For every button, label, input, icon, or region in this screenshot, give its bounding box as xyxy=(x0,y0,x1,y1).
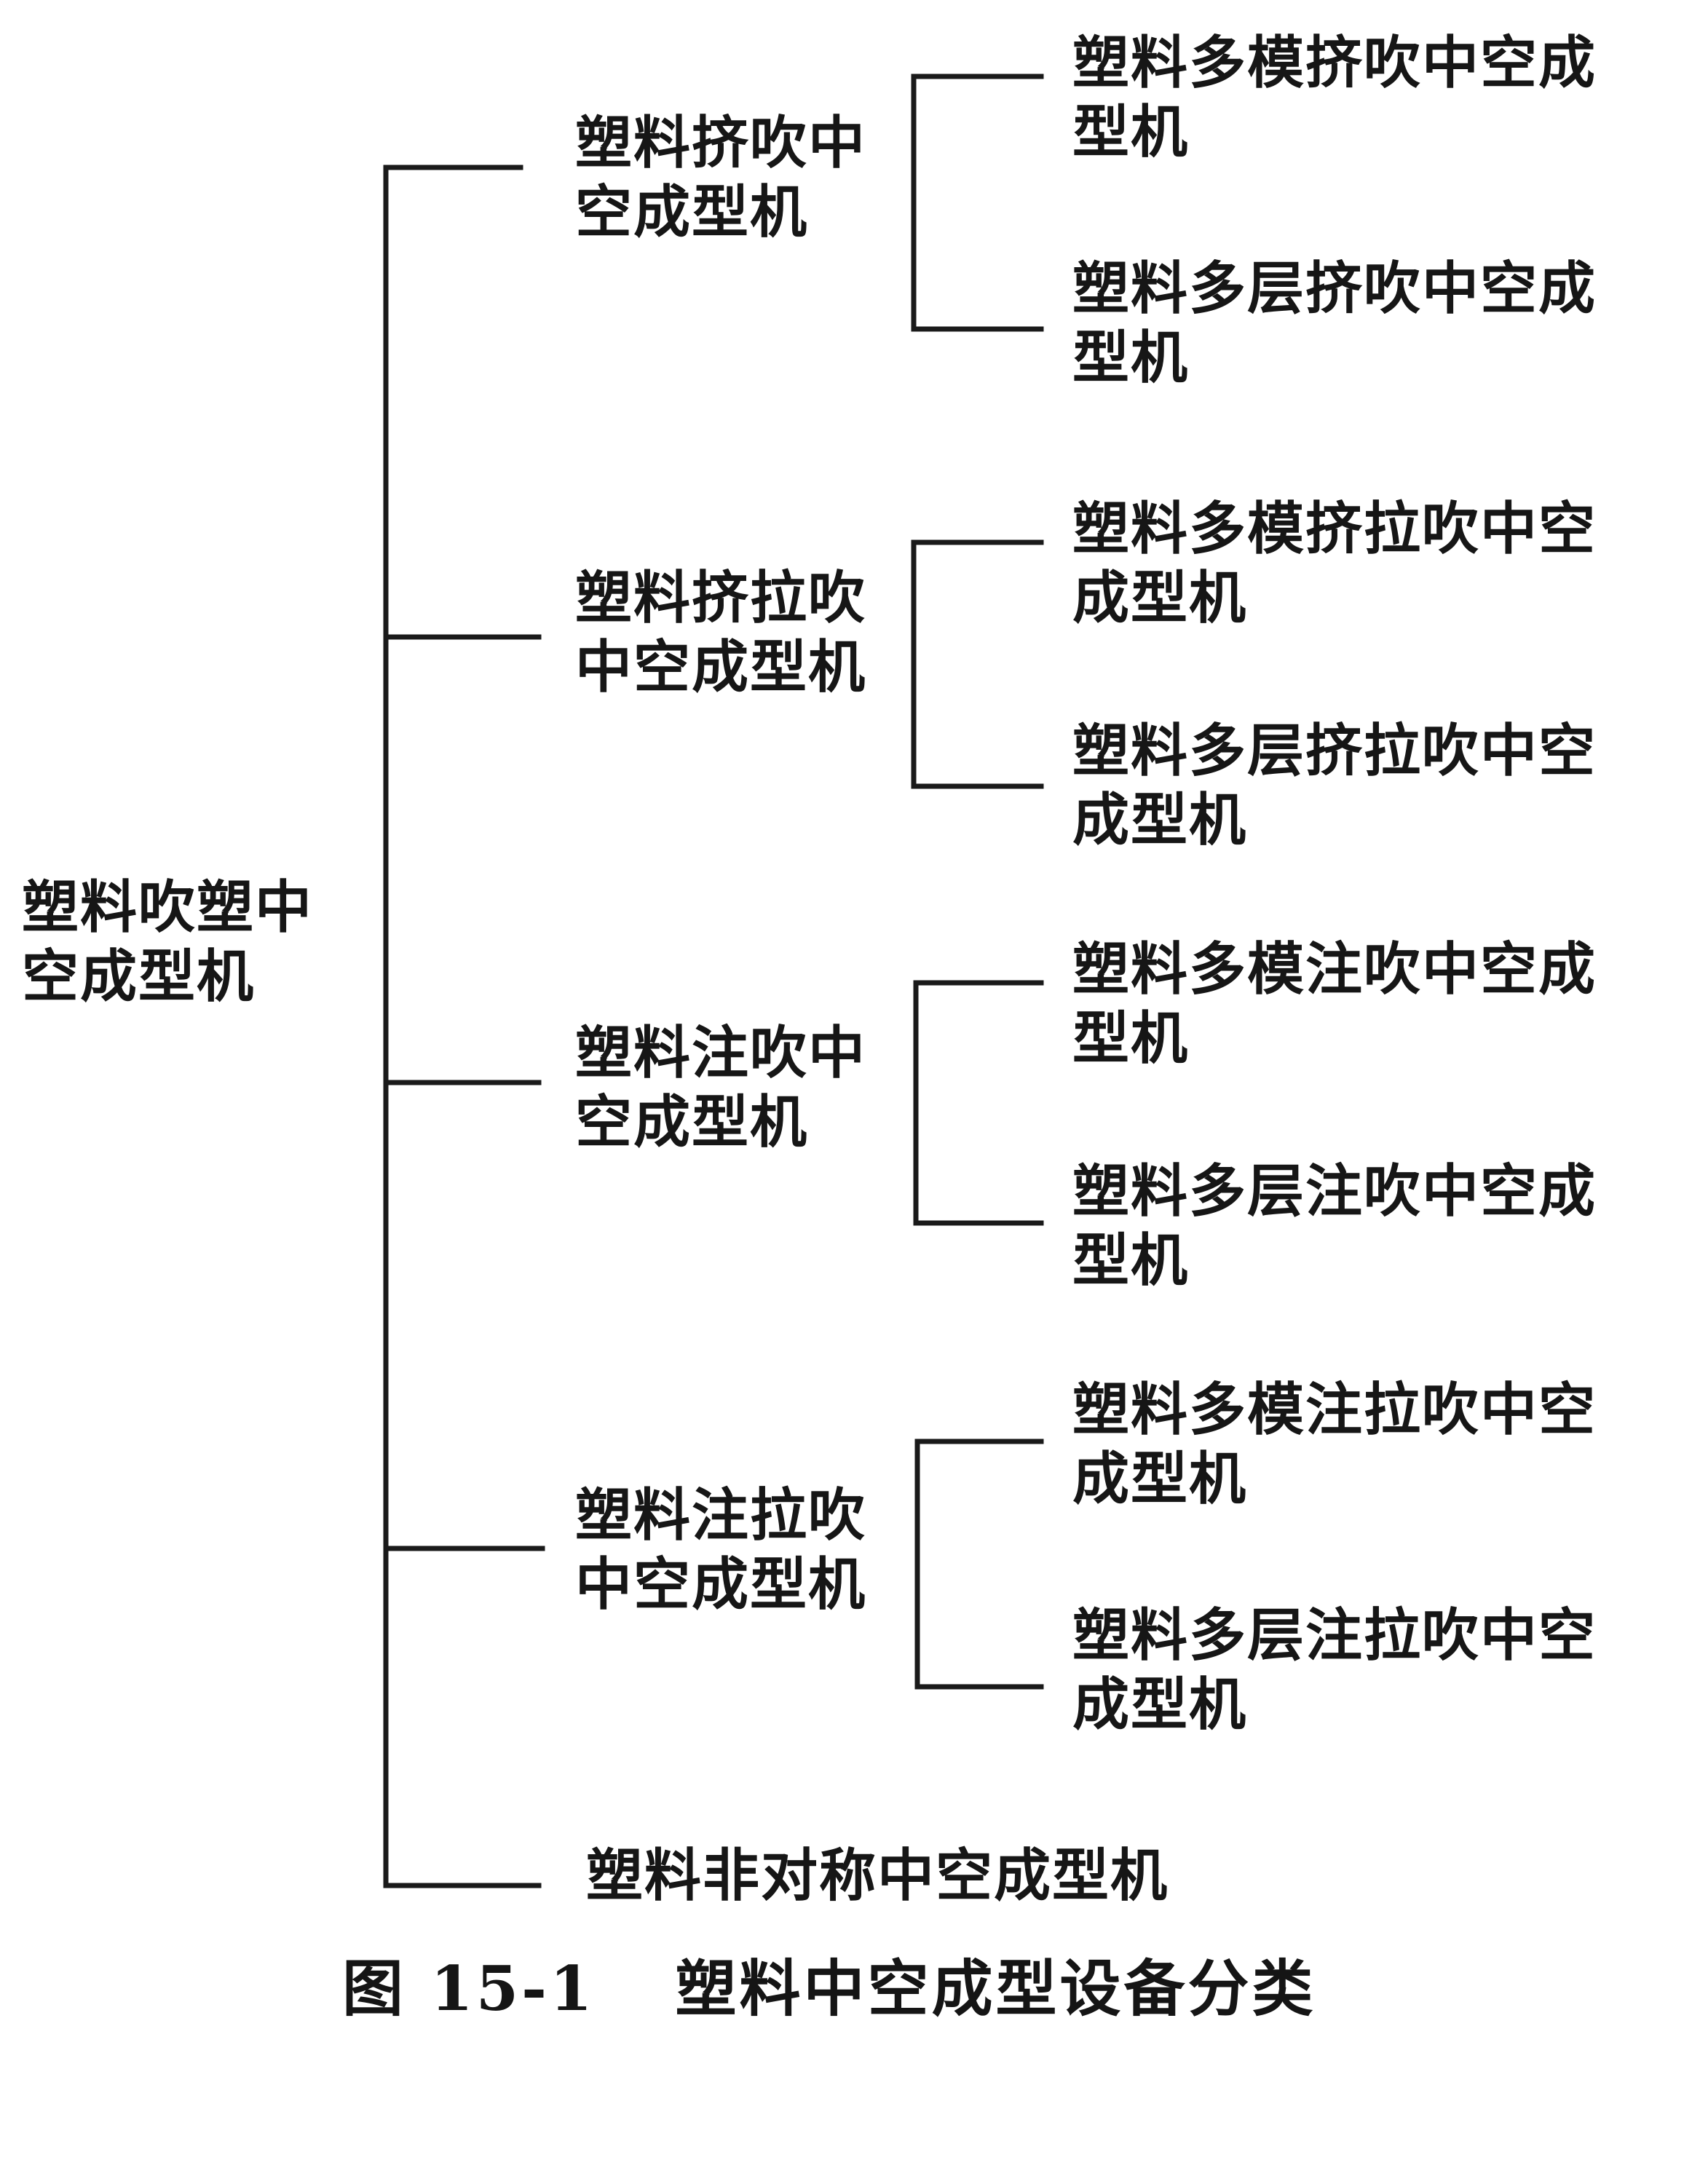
category-node-asymmetric: 塑料非对称中空成型机 xyxy=(586,1843,1169,1909)
subtype-node-multi-mold-injection-stretch-blow: 塑料多模注拉吹中空成型机 xyxy=(1072,1377,1597,1513)
figure-title: 塑料中空成型设备分类 xyxy=(675,1953,1316,2025)
category-node-injection-stretch-blow: 塑料注拉吹中空成型机 xyxy=(575,1483,867,1618)
figure-number: 图 15-1 xyxy=(342,1952,596,2025)
subtype-node-multi-mold-extrusion-blow: 塑料多模挤吹中空成型机 xyxy=(1072,31,1597,166)
root-node: 塑料吹塑中空成型机 xyxy=(22,875,314,1010)
subtype-node-multi-mold-extrusion-stretch-blow: 塑料多模挤拉吹中空成型机 xyxy=(1072,496,1597,632)
category-node-extrusion-stretch-blow: 塑料挤拉吹中空成型机 xyxy=(575,566,867,701)
subtype-node-multi-layer-extrusion-blow: 塑料多层挤吹中空成型机 xyxy=(1072,256,1597,392)
subtype-node-multi-layer-injection-blow: 塑料多层注吹中空成型机 xyxy=(1072,1159,1597,1294)
subtype-node-multi-layer-injection-stretch-blow: 塑料多层注拉吹中空成型机 xyxy=(1072,1603,1597,1738)
category-node-extrusion-blow: 塑料挤吹中空成型机 xyxy=(575,111,867,246)
category-node-injection-blow: 塑料注吹中空成型机 xyxy=(575,1021,867,1156)
figure-caption: 图 15-1 塑料中空成型设备分类 xyxy=(342,1940,1316,2028)
subtype-node-multi-mold-injection-blow: 塑料多模注吹中空成型机 xyxy=(1072,937,1597,1072)
subtype-node-multi-layer-extrusion-stretch-blow: 塑料多层挤拉吹中空成型机 xyxy=(1072,719,1597,854)
